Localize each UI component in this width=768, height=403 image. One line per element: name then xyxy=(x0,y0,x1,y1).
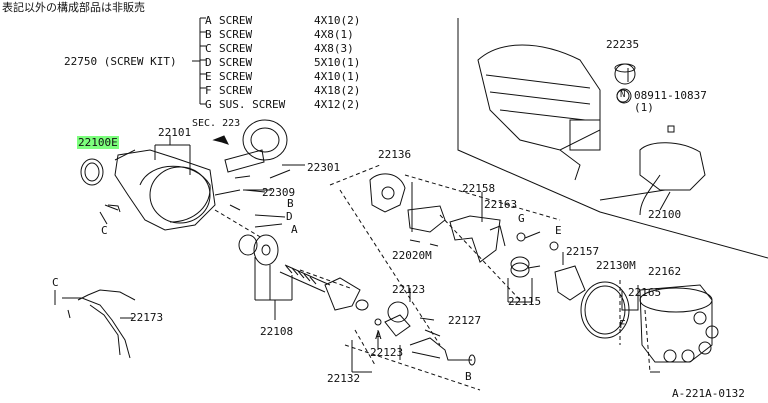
part-22173-callout[interactable]: 22173 xyxy=(130,311,164,324)
wiring-harness xyxy=(54,289,136,359)
screw-letter-c[interactable]: C xyxy=(52,276,59,289)
part-22101-callout[interactable]: 22101 xyxy=(158,126,192,139)
part-22123-upper-callout[interactable]: 22123 xyxy=(392,283,426,296)
screw-letter-d[interactable]: D xyxy=(286,210,293,223)
distributor-housing xyxy=(80,135,216,231)
screw-letter-b[interactable]: B xyxy=(465,370,472,383)
screw-letter-b[interactable]: B xyxy=(287,197,294,210)
part-22100e-callout[interactable]: 22100E xyxy=(77,136,119,149)
part-22158-callout[interactable]: 22158 xyxy=(462,182,496,195)
screw-letter-a[interactable]: A xyxy=(375,329,382,342)
part-22309-callout[interactable]: 22309 xyxy=(262,186,296,199)
part-22132-callout[interactable]: 22132 xyxy=(327,372,361,385)
section-ref-223[interactable]: SEC. 223 xyxy=(192,118,241,129)
screws-and-leaders xyxy=(99,169,541,239)
breaker-plate-parts xyxy=(369,173,541,303)
part-22115-callout[interactable]: 22115 xyxy=(508,295,542,308)
part-22301-callout[interactable]: 22301 xyxy=(307,161,341,174)
section-arrow-icon xyxy=(212,135,229,145)
screw-letter-g[interactable]: G xyxy=(518,212,525,225)
part-22163-callout[interactable]: 22163 xyxy=(484,198,518,211)
not-sold-note: 表記以外の構成部品は非販売 xyxy=(2,1,145,14)
part-22100-callout[interactable]: 22100 xyxy=(648,208,682,221)
part-22127-callout[interactable]: 22127 xyxy=(448,314,482,327)
rotor-shaft-assembly xyxy=(238,234,369,320)
part-22020m-callout[interactable]: 22020M xyxy=(392,249,432,262)
part-letter-n: N xyxy=(620,90,626,100)
part-22130m-callout[interactable]: 22130M xyxy=(596,259,636,272)
screw-kit-bracket xyxy=(192,17,206,105)
screw-kit-label[interactable]: 22750 (SCREW KIT) xyxy=(64,55,177,68)
part-22108-callout[interactable]: 22108 xyxy=(260,325,294,338)
part-08911-10837-callout[interactable]: 08911-10837 xyxy=(634,89,707,102)
part-22123-lower-callout[interactable]: 22123 xyxy=(370,346,404,359)
part-n-circle xyxy=(616,88,632,104)
cap-and-rotor xyxy=(549,241,719,373)
governor-assembly xyxy=(351,288,476,373)
part-22162-callout[interactable]: 22162 xyxy=(648,265,682,278)
screw-letter-f[interactable]: F xyxy=(619,318,626,331)
screw-letter-c[interactable]: C xyxy=(101,224,108,237)
part-22136-callout[interactable]: 22136 xyxy=(378,148,412,161)
screw-letter-a[interactable]: A xyxy=(291,223,298,236)
part-22235-callout[interactable]: 22235 xyxy=(606,38,640,51)
part-08911-qty: (1) xyxy=(634,101,654,114)
screw-letter-e[interactable]: E xyxy=(555,224,562,237)
part-22165-callout[interactable]: 22165 xyxy=(628,286,662,299)
figure-reference: A-221A-0132 xyxy=(672,387,745,400)
engine-inset xyxy=(457,18,768,259)
part-22157-callout[interactable]: 22157 xyxy=(566,245,600,258)
vacuum-advance-unit xyxy=(224,119,305,191)
